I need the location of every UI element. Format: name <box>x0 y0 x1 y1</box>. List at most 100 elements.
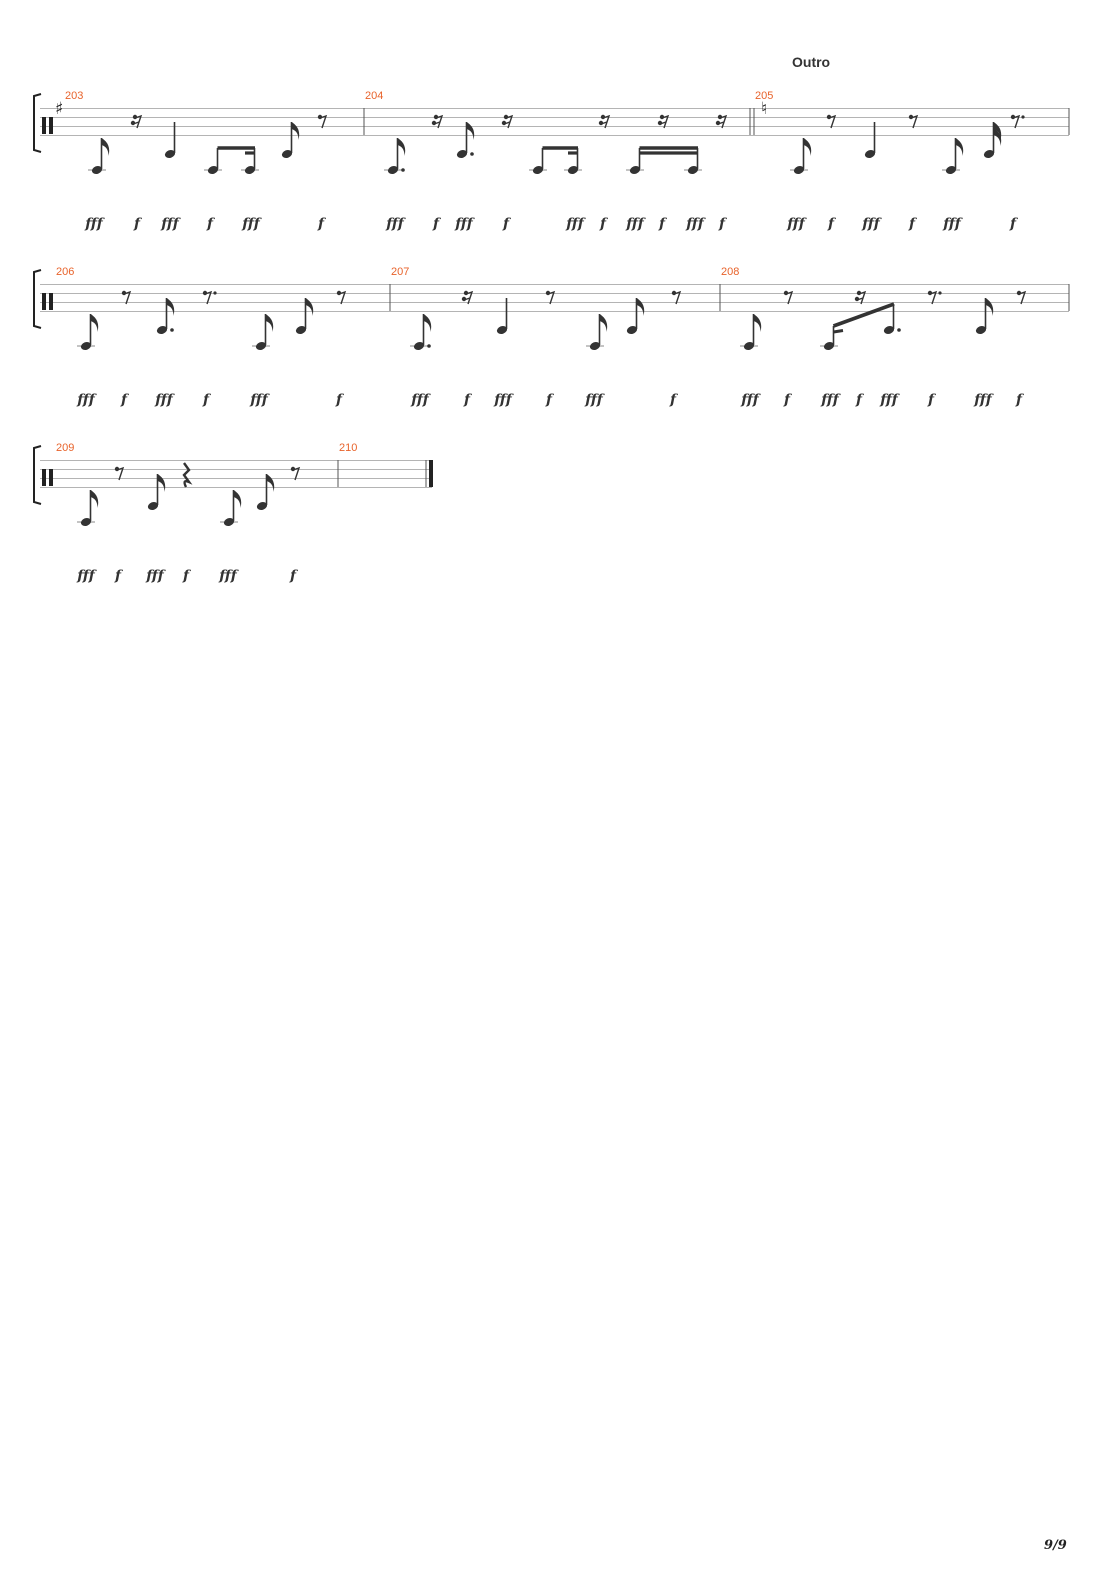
dynamic-marking: fff <box>973 392 995 408</box>
dynamic-marking: f <box>927 392 937 408</box>
note-head <box>567 166 579 174</box>
note-head <box>255 342 267 350</box>
note-head <box>91 166 103 174</box>
augmentation-dot <box>470 152 474 156</box>
dynamic-marking: f <box>133 216 143 232</box>
note-head <box>156 326 168 334</box>
note-head <box>793 166 805 174</box>
note-head <box>413 342 425 350</box>
percussion-clef <box>49 469 53 486</box>
note-head <box>823 342 835 350</box>
note-head <box>864 150 876 158</box>
sixteenth-rest <box>854 290 867 305</box>
augmentation-dot <box>170 328 174 332</box>
note-head <box>532 166 544 174</box>
note-flag <box>636 298 645 316</box>
measure-number: 204 <box>365 90 383 102</box>
note-flag <box>166 298 175 316</box>
dynamic-marking: fff <box>454 216 476 232</box>
measure-number: 208 <box>721 266 739 278</box>
sixteenth-rest <box>657 114 670 129</box>
eighth-rest <box>783 290 794 305</box>
note-flag <box>803 138 812 156</box>
quarter-rest <box>182 462 193 488</box>
note-head <box>589 342 601 350</box>
note-head <box>223 518 235 526</box>
note-head <box>256 502 268 510</box>
dynamic-marking: f <box>114 568 124 584</box>
eighth-dot-rest <box>1010 114 1025 129</box>
augmentation-dot <box>897 328 901 332</box>
percussion-clef <box>49 117 53 134</box>
dynamic-marking: f <box>827 216 837 232</box>
dynamic-marking: fff <box>84 216 106 232</box>
dynamic-marking: fff <box>154 392 176 408</box>
system-bracket <box>33 269 42 329</box>
dynamic-marking: fff <box>493 392 515 408</box>
note-flag <box>305 298 314 316</box>
dynamic-marking: f <box>502 216 512 232</box>
eighth-rest <box>671 290 682 305</box>
dynamic-marking: f <box>1015 392 1025 408</box>
system-bracket <box>33 445 42 505</box>
note-head <box>244 166 256 174</box>
page-number: 9/9 <box>1044 1538 1067 1553</box>
dynamic-marking: f <box>545 392 555 408</box>
dynamic-marking: fff <box>241 216 263 232</box>
eighth-rest <box>826 114 837 129</box>
note-head <box>945 166 957 174</box>
eighth-dot-rest <box>927 290 942 305</box>
dynamic-marking: f <box>432 216 442 232</box>
section-label: Outro <box>792 54 831 70</box>
sixteenth-rest <box>715 114 728 129</box>
dynamic-marking: fff <box>385 216 407 232</box>
note-flag <box>90 490 99 508</box>
dynamic-marking: f <box>317 216 327 232</box>
dynamic-marking: f <box>289 568 299 584</box>
note-flag <box>265 314 274 332</box>
sharp-sign: ♯ <box>55 99 63 119</box>
note-head <box>626 326 638 334</box>
dynamic-marking: f <box>463 392 473 408</box>
sixteenth-rest <box>501 114 514 129</box>
eighth-rest <box>1016 290 1027 305</box>
note-flag <box>993 128 1002 146</box>
dynamic-marking: fff <box>76 568 98 584</box>
dynamic-marking: f <box>1009 216 1019 232</box>
measure-number: 209 <box>56 442 74 454</box>
dynamic-marking: fff <box>76 392 98 408</box>
note-head <box>743 342 755 350</box>
note-head <box>295 326 307 334</box>
dynamic-marking: f <box>658 216 668 232</box>
note-flag <box>466 122 475 140</box>
eighth-dot-rest <box>202 290 217 305</box>
dynamic-marking: f <box>669 392 679 408</box>
note-head <box>687 166 699 174</box>
dynamic-marking: fff <box>740 392 762 408</box>
dynamic-marking: fff <box>410 392 432 408</box>
measure-number: 210 <box>339 442 357 454</box>
note-beam <box>832 302 895 328</box>
eighth-rest <box>290 466 301 481</box>
note-beam <box>833 329 844 334</box>
dynamic-marking: f <box>206 216 216 232</box>
dynamic-marking: f <box>335 392 345 408</box>
dynamic-marking: f <box>855 392 865 408</box>
dynamic-marking: f <box>182 568 192 584</box>
note-flag <box>233 490 242 508</box>
eighth-rest <box>121 290 132 305</box>
dynamic-marking: fff <box>249 392 271 408</box>
note-flag <box>599 314 608 332</box>
note-head <box>456 150 468 158</box>
dynamic-marking: fff <box>145 568 167 584</box>
note-head <box>387 166 399 174</box>
dynamic-marking: fff <box>565 216 587 232</box>
dynamic-marking: fff <box>685 216 707 232</box>
measure-number: 203 <box>65 90 83 102</box>
dynamic-marking: fff <box>584 392 606 408</box>
dynamic-marking: f <box>908 216 918 232</box>
final-barline <box>429 460 433 487</box>
dynamic-marking: fff <box>625 216 647 232</box>
